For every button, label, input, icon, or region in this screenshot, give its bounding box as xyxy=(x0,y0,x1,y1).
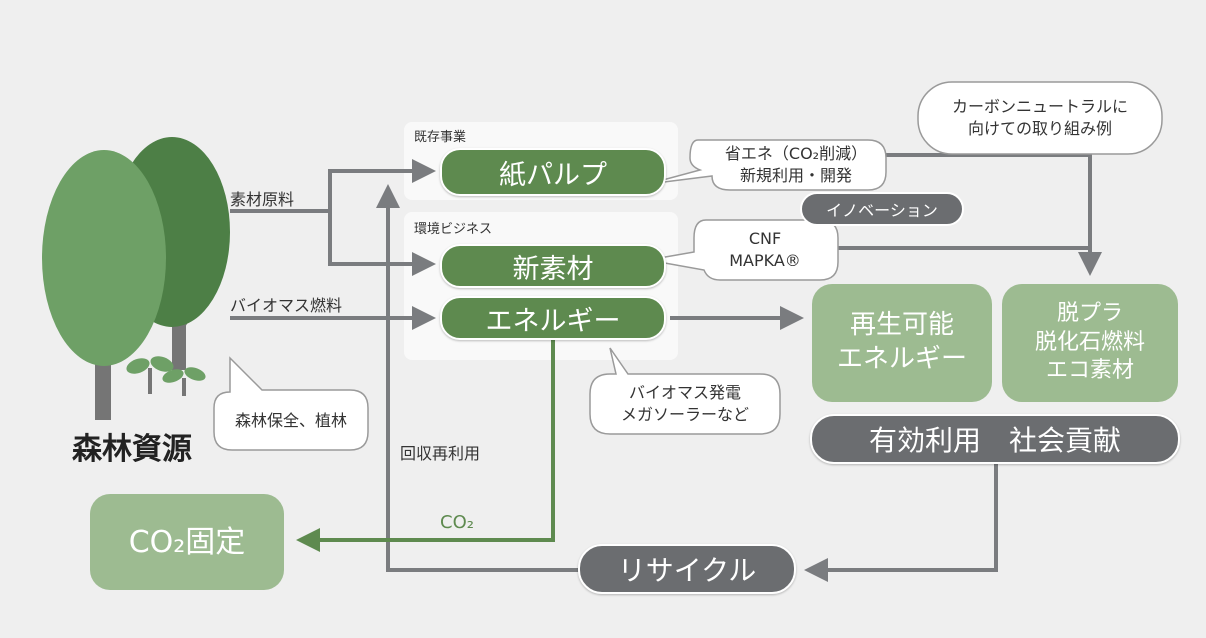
renewable-line2: エネルギー xyxy=(836,344,967,374)
pulp-bubble-line2: 新規利用・開発 xyxy=(739,166,852,185)
callout-line2: 向けての取り組み例 xyxy=(967,119,1112,138)
renewable-line1: 再生可能 xyxy=(849,310,954,341)
environmental-business-label: 環境ビジネス xyxy=(414,222,493,237)
co2-fixed-box: CO₂固定 xyxy=(90,494,284,590)
energy-pill: エネルギー xyxy=(440,296,666,340)
recycle-pill: リサイクル xyxy=(578,544,796,594)
co2-arrow xyxy=(296,334,555,552)
deplastic-line3: エコ素材 xyxy=(1045,358,1134,384)
deplastic-line2: 脱化石燃料 xyxy=(1034,329,1145,355)
forest-bubble-text: 森林保全、植林 xyxy=(234,411,347,431)
recycle-loop-arrows xyxy=(376,184,998,582)
pulp-pill: 紙パルプ xyxy=(440,148,666,196)
to-deplastic-arrows xyxy=(835,153,1102,276)
co2-arrow-label: CO₂ xyxy=(440,512,474,533)
material-bubble-line2: MAPKA® xyxy=(729,251,801,270)
renewable-energy-box: 再生可能 エネルギー xyxy=(812,284,992,402)
material-bubble-text: CNF MAPKA® xyxy=(700,222,830,278)
deplastic-line1: 脱プラ xyxy=(1056,301,1123,327)
reuse-label: 回収再利用 xyxy=(400,444,481,463)
carbon-neutral-callout: カーボンニュートラルに 向けての取り組み例 xyxy=(918,82,1162,154)
forest-resource-label: 森林資源 xyxy=(72,432,192,467)
new-material-pill: 新素材 xyxy=(440,244,666,288)
forest-trees-icon xyxy=(42,137,230,420)
energy-bubble-line1: バイオマス発電 xyxy=(628,383,741,403)
callout-line1: カーボンニュートラルに xyxy=(951,97,1128,117)
material-input-label: 素材原料 xyxy=(230,190,295,209)
deplastic-box: 脱プラ 脱化石燃料 エコ素材 xyxy=(1002,284,1178,402)
existing-business-label: 既存事業 xyxy=(414,130,467,145)
energy-bubble-text: バイオマス発電 メガソーラーなど xyxy=(590,374,780,434)
input-arrows xyxy=(230,159,436,330)
pulp-bubble-text: 省エネ（CO₂削減） 新規利用・開発 xyxy=(706,140,886,190)
speech-bubbles xyxy=(213,81,1163,451)
material-bubble-line1: CNF xyxy=(748,229,782,249)
pulp-bubble-line1: 省エネ（CO₂削減） xyxy=(724,144,868,164)
seedlings-icon xyxy=(126,356,206,396)
innovation-badge: イノベーション xyxy=(800,192,964,226)
biomass-input-label: バイオマス燃料 xyxy=(230,296,343,315)
energy-bubble-line2: メガソーラーなど xyxy=(620,405,749,424)
contribution-pill: 有効利用 社会貢献 xyxy=(810,414,1180,464)
